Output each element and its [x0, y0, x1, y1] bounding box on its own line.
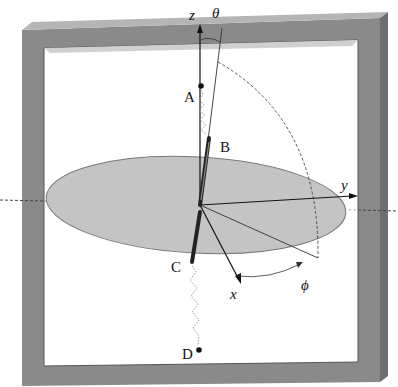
point-label: B	[219, 140, 231, 155]
point-label: C	[170, 260, 182, 275]
point-label: D	[181, 347, 194, 362]
axis-label: z	[188, 8, 196, 23]
angle-label: ϕ	[300, 278, 310, 293]
axis-label: x	[229, 287, 238, 302]
frame-opening	[44, 40, 358, 366]
axis-label: y	[340, 178, 349, 193]
point-label: A	[183, 90, 196, 105]
frame-outer	[22, 18, 380, 386]
angle-label: θ	[211, 6, 220, 21]
